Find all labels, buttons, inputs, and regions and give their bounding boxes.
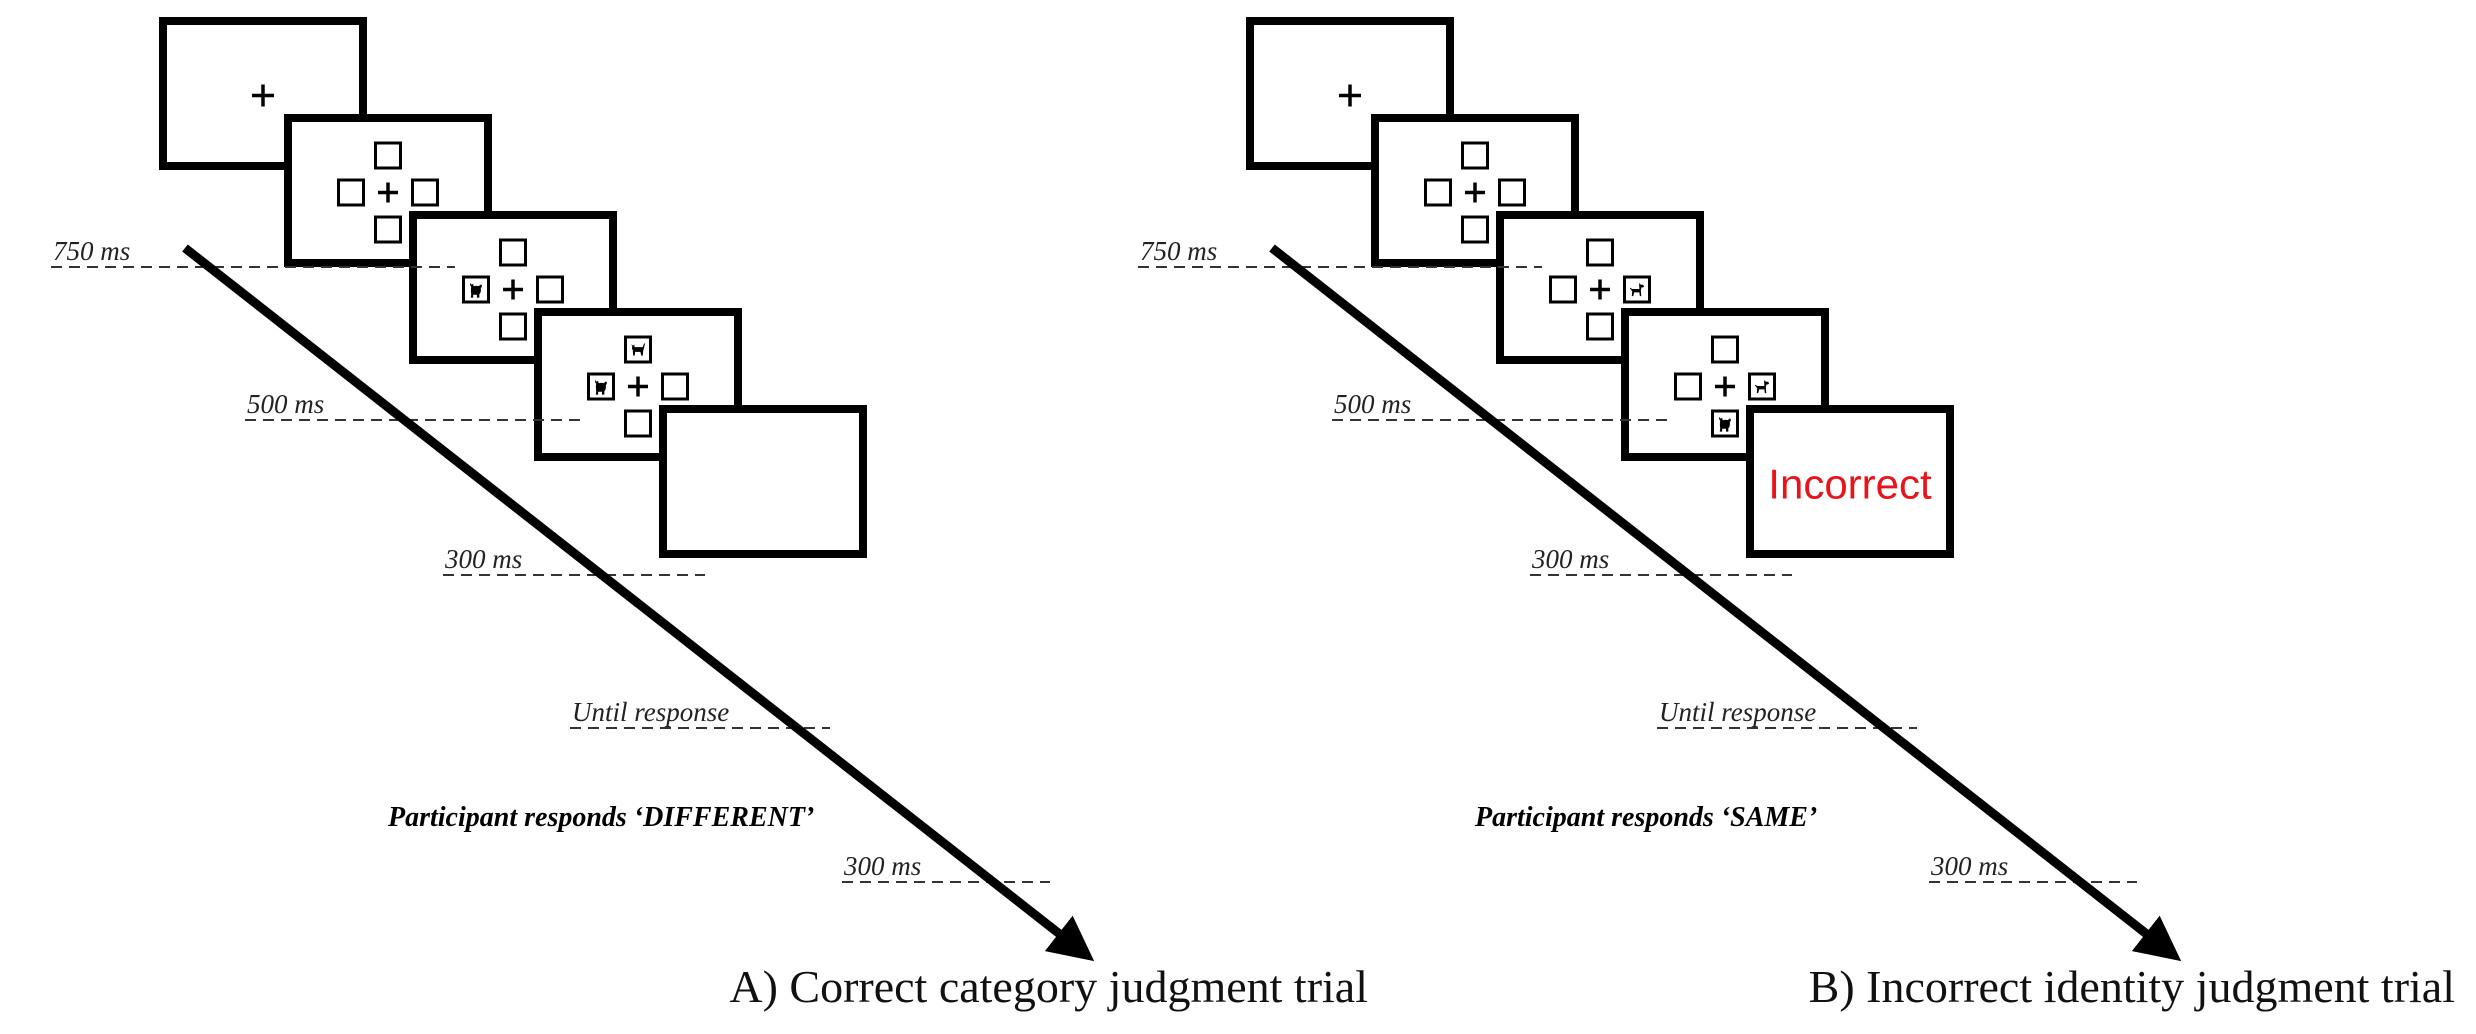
location-top: [499, 238, 527, 267]
placeholder-box: [1461, 141, 1489, 170]
fixation-cross: [628, 376, 648, 397]
dog-icon: [466, 280, 486, 299]
duration-label: Until response: [1659, 697, 1816, 727]
location-bottom: [1586, 312, 1614, 341]
screen-5: Incorrect: [1746, 405, 1954, 558]
location-top: [374, 141, 402, 170]
duration-label: 500 ms: [1334, 389, 1411, 419]
screen-frame: [159, 17, 367, 170]
feedback-text: Incorrect: [1768, 461, 1932, 508]
fixation-cross: [378, 182, 398, 203]
screen-frame: [1746, 405, 1954, 558]
location-right: [1748, 372, 1776, 401]
duration-label: 750 ms: [1140, 236, 1217, 266]
location-left: [1549, 275, 1577, 304]
location-bottom: [1461, 215, 1489, 244]
placeholder-box: [1711, 335, 1739, 364]
location-right: [1623, 275, 1651, 304]
placeholder-box: [499, 238, 527, 267]
placeholder-box: [1424, 178, 1452, 207]
dog-icon: [1715, 414, 1735, 433]
screen-1: [159, 17, 367, 170]
dog-standing-icon: [1752, 377, 1772, 396]
placeholder-box: [1461, 215, 1489, 244]
panel-a: 750 ms 500 ms 300 ms Until response 300 ms Pa…: [51, 17, 1368, 1012]
placeholder-box: [1586, 312, 1614, 341]
location-left: [337, 178, 365, 207]
placeholder-box: [374, 215, 402, 244]
response-text: Participant responds ‘SAME’: [1474, 802, 1817, 833]
placeholder-box: [374, 141, 402, 170]
location-left: [462, 275, 490, 304]
duration-label: 500 ms: [247, 389, 324, 419]
screen-frame: [659, 405, 867, 558]
location-top: [624, 335, 652, 364]
location-right: [1498, 178, 1526, 207]
time-arrow: [1269, 244, 2182, 962]
time-arrow: [182, 244, 1095, 962]
fixation-cross: [1715, 376, 1735, 397]
screen-4: [1621, 308, 1829, 461]
duration-label: Until response: [572, 697, 729, 727]
location-right: [411, 178, 439, 207]
location-right: [536, 275, 564, 304]
placeholder-box: [337, 178, 365, 207]
location-right: [661, 372, 689, 401]
panel-caption: B) Incorrect identity judgment trial: [1809, 961, 2455, 1012]
location-bottom: [499, 312, 527, 341]
duration-label: 300 ms: [1531, 544, 1609, 574]
cat-icon: [628, 340, 648, 359]
panel-b: Incorrect 750 ms 500 ms 300 ms Until respons…: [1138, 17, 2455, 1012]
placeholder-box: [411, 178, 439, 207]
duration-label: 300 ms: [444, 544, 522, 574]
fixation-cross: [1590, 279, 1610, 300]
duration-label: 300 ms: [1930, 851, 2008, 881]
dog-standing-icon: [1627, 280, 1647, 299]
panel-caption: A) Correct category judgment trial: [729, 961, 1368, 1012]
location-left: [1674, 372, 1702, 401]
location-top: [1711, 335, 1739, 364]
placeholder-box: [1674, 372, 1702, 401]
location-top: [1461, 141, 1489, 170]
fixation-cross: [1339, 84, 1361, 107]
placeholder-box: [499, 312, 527, 341]
placeholder-box: [536, 275, 564, 304]
duration-label: 300 ms: [843, 851, 921, 881]
placeholder-box: [624, 409, 652, 438]
fixation-cross: [252, 84, 274, 107]
dog-icon: [591, 377, 611, 396]
location-bottom: [374, 215, 402, 244]
fixation-cross: [1465, 182, 1485, 203]
placeholder-box: [1586, 238, 1614, 267]
location-bottom: [1711, 409, 1739, 438]
fixation-cross: [503, 279, 523, 300]
location-left: [587, 372, 615, 401]
location-top: [1586, 238, 1614, 267]
placeholder-box: [1498, 178, 1526, 207]
placeholder-box: [661, 372, 689, 401]
screen-5: [659, 405, 867, 558]
placeholder-box: [1549, 275, 1577, 304]
duration-label: 750 ms: [53, 236, 130, 266]
location-bottom: [624, 409, 652, 438]
location-left: [1424, 178, 1452, 207]
response-text: Participant responds ‘DIFFERENT’: [387, 802, 814, 833]
